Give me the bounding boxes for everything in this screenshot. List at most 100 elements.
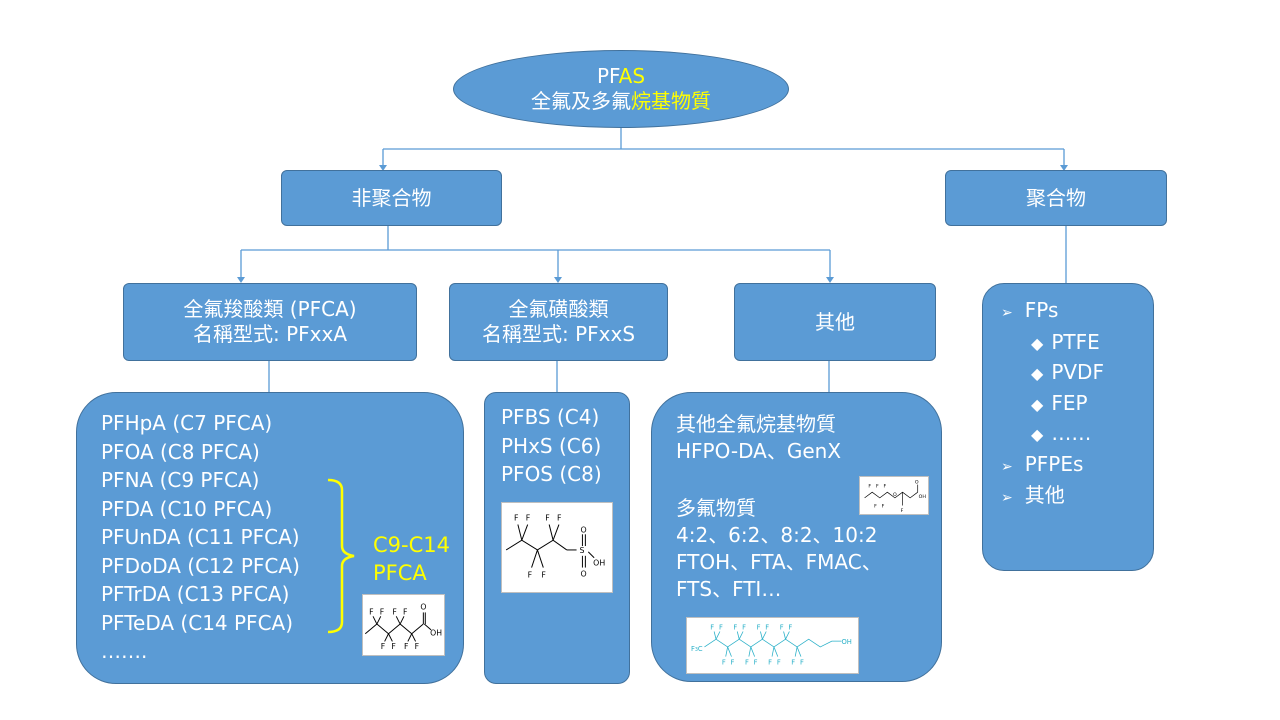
atom-label: OH: [430, 629, 442, 638]
genx-structure-image: F F F F F O F O OH: [859, 476, 929, 515]
pfca-structure-image: F F F F F F F F O OH: [362, 594, 445, 656]
polymer-sub-item: ◆FEP: [1031, 390, 1088, 415]
list-item: PFNA (C9 PFCA): [101, 468, 260, 492]
polyfluoro-types-more: FTS、FTI…: [676, 577, 782, 601]
diamond-bullet-icon: ◆: [1031, 394, 1044, 414]
list-item: PHxS (C6): [501, 433, 602, 458]
polymer-item-pfpes: ➢PFPEs: [1001, 451, 1084, 476]
root-subtitle: 全氟及多氟烷基物質: [531, 89, 711, 113]
other-perfluoro-heading: 其他全氟烷基物質: [676, 412, 836, 436]
atom-label: F: [557, 514, 562, 523]
atom-label: F: [876, 483, 879, 489]
ftoh-structure-image: F3C F F F F F F F F F F F F F F F F OH: [686, 617, 859, 674]
list-item: PFTeDA (C14 PFCA): [101, 610, 294, 635]
bracket-label-line1: C9-C14: [373, 533, 450, 557]
diamond-bullet-icon: ◆: [1031, 364, 1044, 383]
atom-label: F: [754, 658, 758, 666]
atom-label: F: [768, 658, 772, 666]
atom-label: F: [514, 514, 519, 523]
list-item: PFBS (C4): [501, 405, 600, 429]
pfca-category-node: 全氟羧酸類 (PFCA) 名稱型式: PFxxA: [123, 283, 417, 361]
polyfluoro-heading: 多氟物質: [676, 496, 756, 520]
atom-label: F: [541, 570, 546, 579]
atom-label: F: [742, 624, 746, 632]
pfca-naming-format: 名稱型式: PFxxA: [192, 322, 347, 346]
root-title: PFAS: [596, 64, 646, 88]
pfca-category-title: 全氟羧酸類 (PFCA): [183, 297, 357, 321]
svg-text:F3C: F3C: [691, 645, 703, 653]
other-perfluoro-examples: HFPO-DA、GenX: [676, 439, 842, 463]
atom-label: F: [745, 658, 749, 666]
atom-label: O: [893, 492, 897, 498]
atom-label: F: [404, 642, 408, 651]
atom-label: F: [392, 607, 396, 616]
atom-label: F: [777, 658, 781, 666]
c9-c14-bracket: [327, 478, 355, 634]
atom-label: F: [884, 483, 887, 489]
atom-label: O: [580, 525, 586, 534]
list-item: PFTrDA (C13 PFCA): [101, 582, 290, 606]
polymer-sub-item: ◆……: [1031, 421, 1092, 445]
polymer-sub-item: ◆PTFE: [1031, 329, 1100, 354]
list-item: PFDoDA (C12 PFCA): [101, 553, 300, 578]
polyfluoro-ratios: 4:2、6:2、8:2、10:2: [676, 523, 878, 547]
atom-label: F: [788, 624, 792, 632]
list-item: PFUnDA (C11 PFCA): [101, 525, 300, 549]
atom-label: F: [733, 624, 737, 632]
atom-label: F: [381, 642, 385, 651]
list-item: PFDA (C10 PFCA): [101, 496, 273, 521]
atom-label: F: [380, 607, 384, 616]
atom-label: S: [579, 546, 584, 555]
atom-label: F: [415, 642, 419, 651]
atom-label: F: [765, 624, 769, 632]
diamond-bullet-icon: ◆: [1031, 425, 1044, 444]
atom-label: F: [874, 503, 877, 509]
atom-label: F: [757, 624, 761, 632]
atom-label: F: [800, 658, 804, 666]
other-category-node: 其他: [734, 283, 936, 361]
atom-label: F: [391, 642, 395, 651]
atom-label: OH: [593, 559, 605, 568]
atom-label: F: [731, 658, 735, 666]
atom-label: F: [710, 624, 714, 632]
pfca-list-box: PFHpA (C7 PFCA) PFOA (C8 PFCA) PFNA (C9 …: [76, 392, 464, 684]
polymer-sub-item: ◆PVDF: [1031, 360, 1104, 384]
atom-label: F: [528, 570, 533, 579]
c9-c14-label: C9-C14 PFCA: [373, 531, 450, 587]
pfsa-category-title: 全氟磺酸類: [508, 297, 609, 321]
non-polymer-label: 非聚合物: [351, 185, 432, 210]
atom-label: F: [403, 607, 407, 616]
list-item: PFHpA (C7 PFCA): [101, 411, 273, 435]
arrow-bullet-icon: ➢: [1001, 458, 1013, 475]
polymer-item-other: ➢其他: [1001, 483, 1065, 507]
atom-label: F: [780, 624, 784, 632]
pfsa-category-node: 全氟磺酸類 名稱型式: PFxxS: [449, 283, 668, 361]
bracket-label-line2: PFCA: [373, 561, 427, 585]
atom-label: O: [915, 480, 919, 486]
polyfluoro-types: FTOH、FTA、FMAC、: [676, 550, 882, 574]
atom-label: O: [580, 569, 586, 578]
diamond-bullet-icon: ◆: [1031, 333, 1044, 353]
atom-label: F: [369, 607, 373, 616]
list-item: PFOA (C8 PFCA): [101, 439, 260, 464]
atom-label: F: [791, 658, 795, 666]
atom-label: F: [868, 483, 871, 489]
root-node-pfas: PFAS 全氟及多氟烷基物質: [453, 50, 789, 128]
pfos-structure-image: F F F F F F S O O OH: [501, 502, 613, 593]
atom-label: F: [722, 658, 726, 666]
polymer-label: 聚合物: [1026, 185, 1086, 210]
atom-label: F: [526, 514, 531, 523]
atom-label: O: [420, 603, 426, 612]
list-item: …….: [101, 639, 148, 663]
arrow-bullet-icon: ➢: [1001, 305, 1013, 321]
polymer-node: 聚合物: [945, 170, 1167, 226]
non-polymer-node: 非聚合物: [281, 170, 502, 226]
atom-label: F: [719, 624, 723, 632]
atom-label: F: [882, 503, 885, 509]
other-category-title: 其他: [815, 309, 855, 334]
atom-label: OH: [919, 494, 927, 500]
atom-label: F: [545, 514, 550, 523]
polymer-item-fps: ➢FPs: [1001, 298, 1059, 322]
polymer-list-box: ➢FPs ◆PTFE ◆PVDF ◆FEP ◆…… ➢PFPEs ➢其他: [982, 283, 1154, 571]
